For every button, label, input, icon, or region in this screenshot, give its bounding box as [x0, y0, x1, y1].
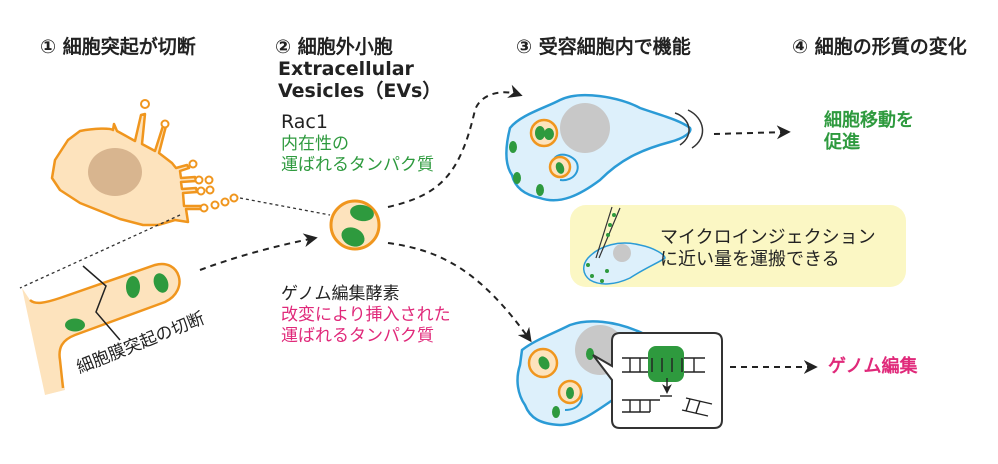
microinjection-illustration [583, 206, 666, 285]
budding-vesicle [210, 200, 220, 210]
budding-vesicle [204, 175, 214, 185]
arrow-to-ev [199, 233, 318, 271]
zoom-line-top [239, 197, 331, 216]
note-line2: に近い量を運搬できる [660, 249, 840, 270]
donor-cell [50, 99, 239, 227]
crispr-enzyme [648, 346, 684, 382]
note-line1: マイクロインジェクション [660, 227, 876, 248]
budding-vesicle [196, 186, 206, 196]
budding-vesicle [220, 197, 230, 207]
rac1-label: Rac1 [281, 111, 328, 133]
protein-dot [153, 273, 169, 293]
budding-vesicle [205, 185, 215, 195]
cut-line [82, 265, 121, 341]
engineered-desc-line2: 運ばれるタンパク質 [281, 326, 434, 346]
budding-vesicle [188, 159, 198, 169]
budding-vesicle [194, 175, 204, 185]
protein-dot [65, 318, 85, 332]
step4-header: ④ 細胞の形質の変化 [792, 36, 967, 58]
dna-ladder [622, 346, 713, 417]
recipient-cell-migration [505, 93, 704, 202]
motion-line [674, 112, 690, 146]
genome-editor-label: ゲノム編集酵素 [281, 284, 400, 304]
recipient-cell-genome-edit [516, 320, 723, 429]
budding-vesicle [229, 193, 239, 203]
step2-subheader-line2: Vesicles（EVs） [278, 80, 442, 102]
migration-outcome-line1: 細胞移動を [824, 110, 914, 131]
arrow-to-migration [713, 125, 791, 140]
extracellular-vesicle [329, 199, 381, 251]
membrane-protrusion [22, 262, 181, 395]
donor-nucleus [88, 148, 142, 196]
microinjection-note: マイクロインジェクション に近い量を運搬できる [660, 227, 876, 271]
budding-vesicle [140, 99, 150, 109]
budding-vesicle [199, 203, 209, 213]
step3-header: ③ 受容細胞内で機能 [516, 36, 691, 58]
protein-dot [126, 276, 140, 298]
zoom-line-bottom [19, 214, 181, 289]
budding-vesicle [160, 119, 170, 129]
genome-editing-outcome: ゲノム編集 [828, 356, 918, 377]
endogenous-desc-line1: 内在性の [281, 134, 349, 154]
arrow-ev-to-recipient-bottom [387, 242, 532, 343]
arrow-ev-to-recipient-top [387, 84, 523, 208]
migration-outcome-line2: 促進 [824, 132, 860, 153]
endogenous-desc-line2: 運ばれるタンパク質 [281, 155, 434, 175]
step2-subheader-line1: Extracellular [278, 58, 414, 80]
motion-line [687, 109, 704, 149]
step2-header: ② 細胞外小胞 [275, 36, 393, 58]
engineered-desc-line1: 改変により挿入された [281, 305, 451, 325]
step1-header: ① 細胞突起が切断 [40, 36, 196, 58]
